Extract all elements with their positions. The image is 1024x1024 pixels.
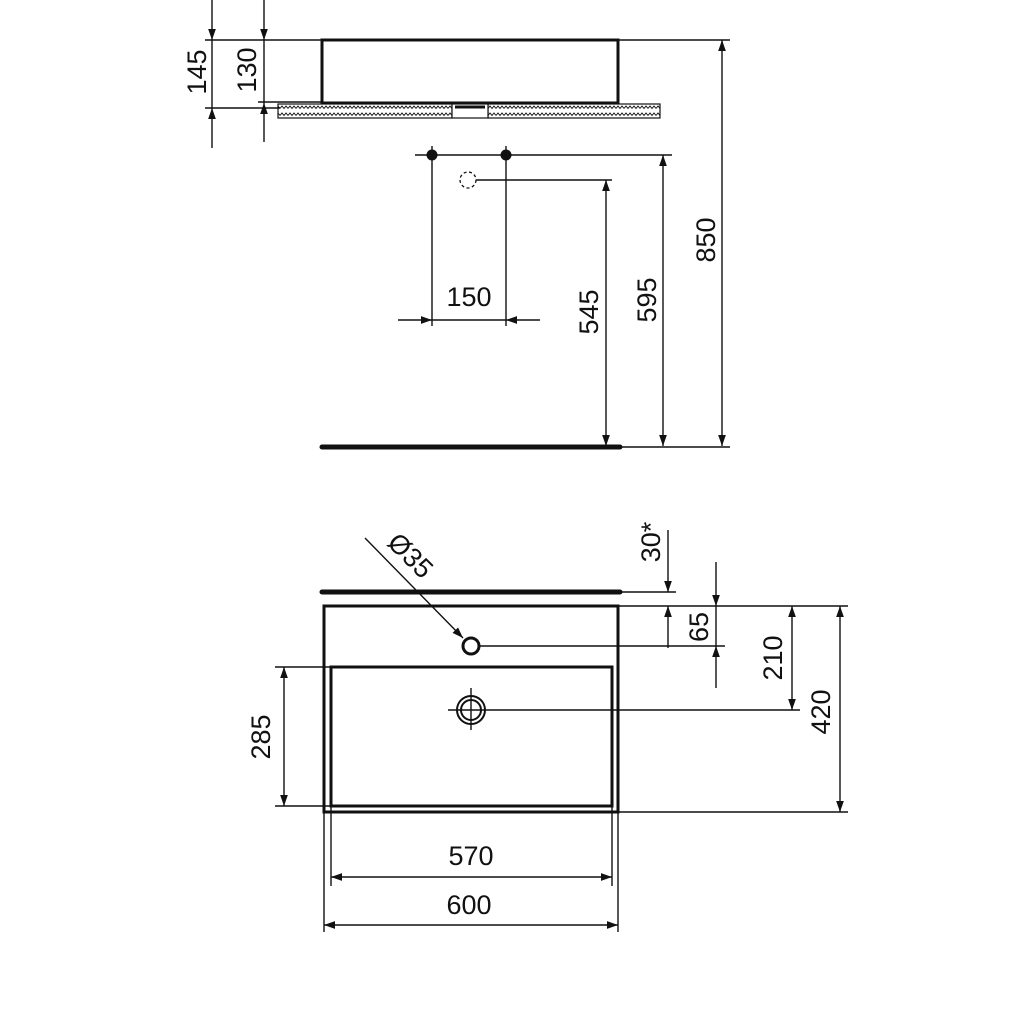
countertop-section [277, 103, 661, 119]
basin-side-outline [320, 38, 620, 105]
waste-outlet-icon [459, 171, 477, 189]
dim-drain-offset: 210 [758, 606, 796, 710]
dim-label: 130 [232, 47, 262, 92]
dim-tap-spacing: 150 [398, 282, 540, 324]
dim-bowl-width: 570 [331, 841, 612, 881]
dim-label: 595 [632, 277, 662, 322]
side-view: 145 130 150 545 [182, 0, 730, 450]
dim-tap-hole-offset: 65 [684, 562, 720, 688]
dim-label: 850 [691, 217, 721, 262]
dim-waste-height: 545 [574, 180, 610, 446]
dim-label: 285 [246, 714, 276, 759]
dim-label: 145 [182, 49, 212, 94]
dim-width: 600 [324, 890, 618, 929]
dim-basin-height: 130 [232, 0, 268, 142]
dim-label: 420 [806, 689, 836, 734]
dim-label: 210 [758, 635, 788, 680]
dim-top-height: 850 [691, 40, 726, 446]
basin-outline [322, 604, 620, 814]
dim-wall-gap: 30* [636, 521, 672, 648]
plan-view: Ø35 30* 65 210 420 [246, 521, 848, 932]
dim-label: 150 [446, 282, 491, 312]
dim-depth: 420 [806, 606, 844, 812]
dim-supply-height: 595 [632, 155, 667, 446]
dim-overall-height: 145 [182, 0, 216, 148]
dim-label: Ø35 [382, 527, 439, 584]
dim-label: 65 [684, 612, 714, 642]
tap-hole-icon [461, 636, 481, 656]
drain-icon [456, 688, 486, 730]
dim-label: 545 [574, 289, 604, 334]
dim-label: 570 [448, 841, 493, 871]
dim-tap-hole-diameter: Ø35 [364, 527, 464, 639]
dim-label: 600 [446, 890, 491, 920]
dim-bowl-depth: 285 [246, 667, 288, 806]
dim-label: 30* [636, 521, 666, 562]
bowl-outline [329, 665, 614, 808]
